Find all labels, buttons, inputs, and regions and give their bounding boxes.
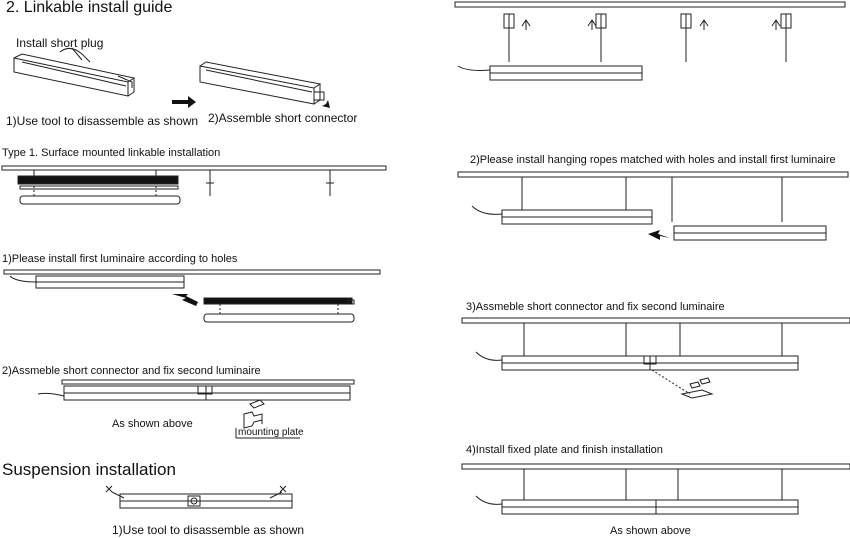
luminaire-assembled-illustration [199, 61, 325, 105]
label-suspension-step4: 4)Install fixed plate and finish install… [466, 444, 663, 456]
label-suspension-step3: 3)Assmeble short connector and fix secon… [466, 301, 725, 313]
label-suspension-step1: 1)Use tool to disassemble as shown [112, 523, 305, 537]
mounting-plate-icon [235, 399, 300, 439]
arrow-diagonal-icon [318, 96, 330, 108]
surface-step2-luminaires [37, 385, 351, 401]
susp-step4-ropes [523, 469, 783, 500]
susp-step3-luminaires [475, 351, 799, 371]
arrow-left-icon-2 [648, 230, 670, 240]
right-top-ceiling [454, 1, 846, 8]
right-top-luminaire [457, 65, 643, 81]
type1-title: Type 1. Surface mounted linkable install… [2, 147, 221, 159]
suspension-title: Suspension installation [2, 460, 176, 479]
screw-icon [206, 170, 334, 196]
susp-step4-ceiling [461, 463, 850, 470]
surface-step1-first-luminaire [9, 275, 185, 289]
susp-step2-second-luminaire [673, 225, 827, 241]
label-step-tool-disassemble: 1)Use tool to disassemble as shown [6, 114, 199, 128]
label-step-assemble-connector: 2)Assemble short connector [208, 111, 358, 125]
susp-step2-ceiling [457, 171, 849, 178]
surface-step2-ceiling [61, 379, 355, 385]
label-surface-step2: 2)Assmeble short connector and fix secon… [2, 365, 261, 377]
luminaire-disassemble-illustration [13, 47, 136, 97]
guide-title: 2. Linkable install guide [6, 0, 173, 16]
susp-step4-luminaires [475, 495, 799, 515]
arrow-right-icon [172, 96, 196, 108]
surface-luminaire-top [17, 170, 179, 190]
label-as-shown-above-left: As shown above [112, 418, 193, 430]
mounting-plate-icon-2 [651, 369, 714, 399]
surface-step1-ceiling [3, 269, 381, 275]
surface-step1-second-luminaire [203, 297, 355, 323]
label-install-short-plug: Install short plug [16, 36, 104, 50]
surface-ceiling-bar [1, 165, 387, 171]
susp-step3-ropes [523, 323, 783, 356]
hanging-rope-icon [503, 13, 792, 62]
label-suspension-step2: 2)Please install hanging ropes matched w… [470, 154, 836, 166]
susp-step2-ropes [521, 177, 783, 222]
arrow-left-icon [172, 294, 198, 306]
arrow-up-icon [521, 19, 781, 30]
suspension-disassemble-illustration [105, 485, 293, 509]
label-surface-step1: 1)Please install first luminaire accordi… [2, 253, 238, 265]
label-as-shown-above-right: As shown above [610, 525, 691, 537]
susp-step3-ceiling [461, 317, 850, 324]
susp-step2-first-luminaire [471, 205, 653, 225]
surface-luminaire-bottom [19, 186, 181, 205]
label-mounting-plate: mounting plate [238, 427, 304, 438]
